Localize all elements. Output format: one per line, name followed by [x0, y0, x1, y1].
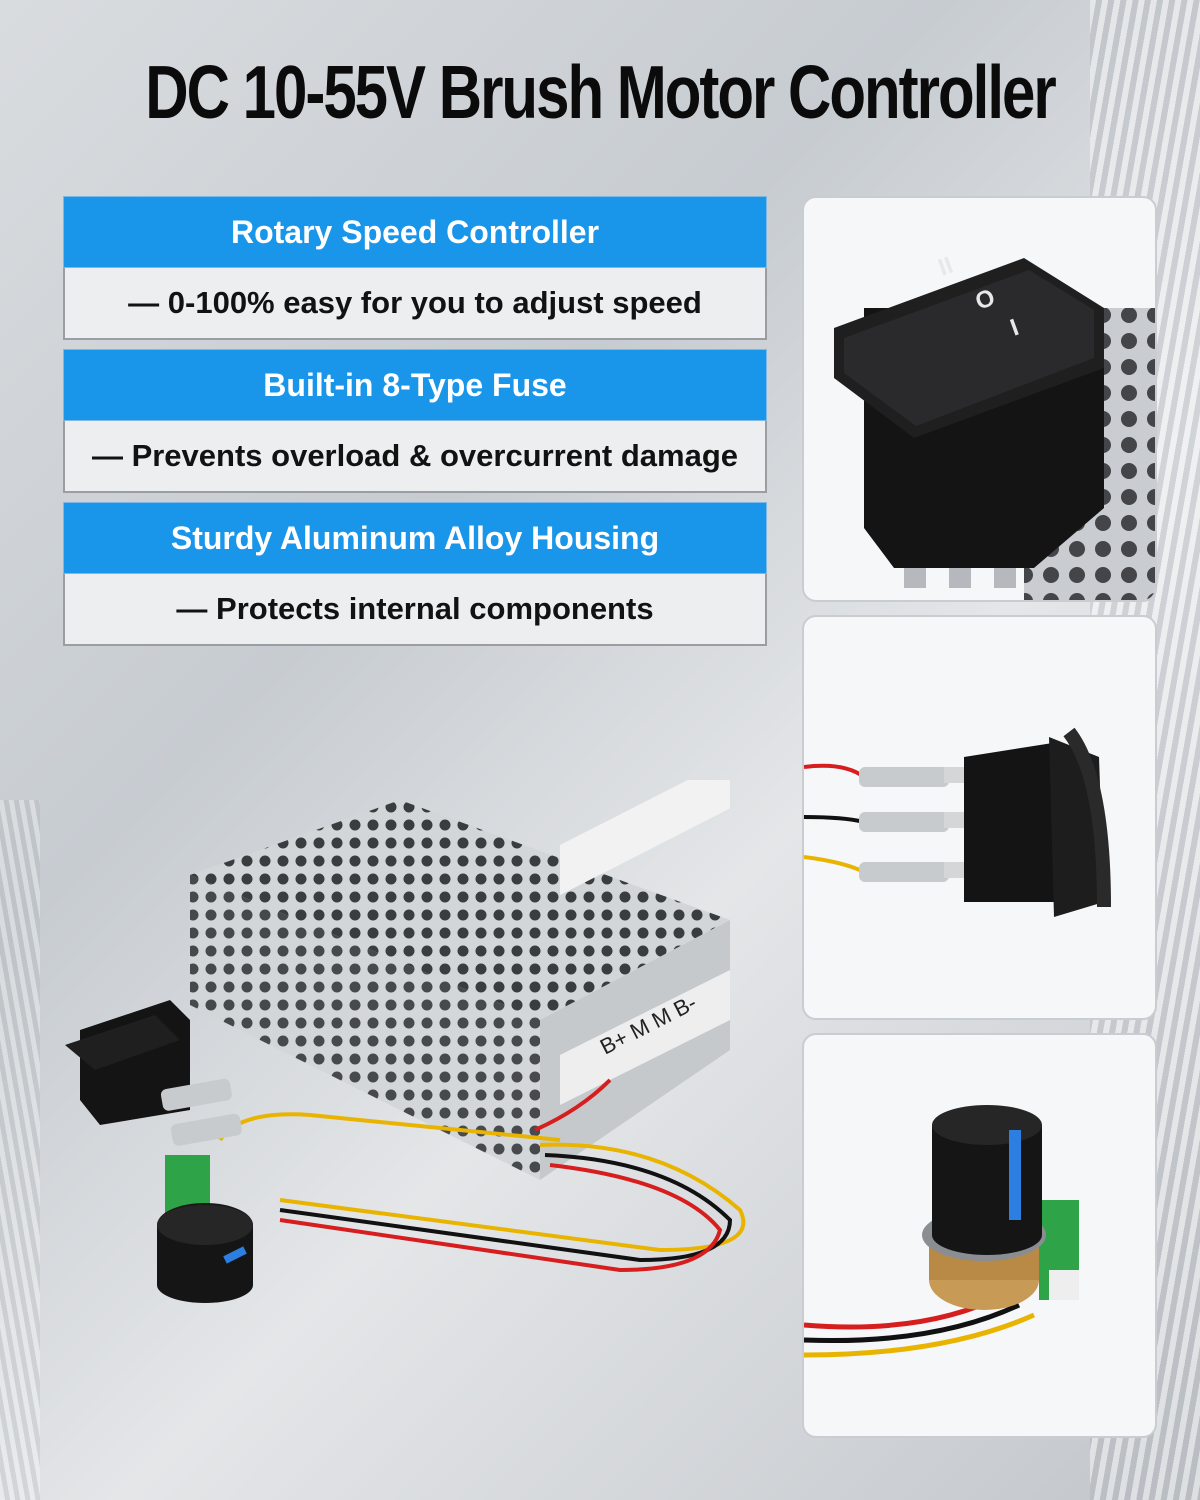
feature-box-housing: Sturdy Aluminum Alloy Housing — Protects…: [63, 502, 767, 646]
photo-rocker-switch-closeup: II O I: [802, 196, 1157, 602]
motor-controller-illustration: B+ M M B-: [65, 758, 746, 1303]
feature-description: — Prevents overload & overcurrent damage: [63, 421, 767, 493]
feature-heading: Built-in 8-Type Fuse: [63, 349, 767, 421]
feature-description: — 0-100% easy for you to adjust speed: [63, 268, 767, 340]
photo-motor-controller-main: B+ M M B-: [40, 758, 780, 1310]
feature-heading: Sturdy Aluminum Alloy Housing: [63, 502, 767, 574]
feature-heading: Rotary Speed Controller: [63, 196, 767, 268]
photo-switch-with-wires: [802, 615, 1157, 1020]
rocker-switch-illustration: II O I: [834, 252, 1155, 600]
feature-box-fuse: Built-in 8-Type Fuse — Prevents overload…: [63, 349, 767, 493]
rotary-knob-illustration: [804, 1105, 1079, 1358]
feature-description: — Protects internal components: [63, 574, 767, 646]
page-title: DC 10-55V Brush Motor Controller: [145, 50, 1056, 135]
switch-wires-illustration: [804, 727, 1111, 917]
feature-box-speed-controller: Rotary Speed Controller — 0-100% easy fo…: [63, 196, 767, 340]
switch-mark-ii: II: [935, 252, 957, 282]
photo-rotary-knob: [802, 1033, 1157, 1438]
background-wave-decoration-left: [0, 800, 40, 1500]
